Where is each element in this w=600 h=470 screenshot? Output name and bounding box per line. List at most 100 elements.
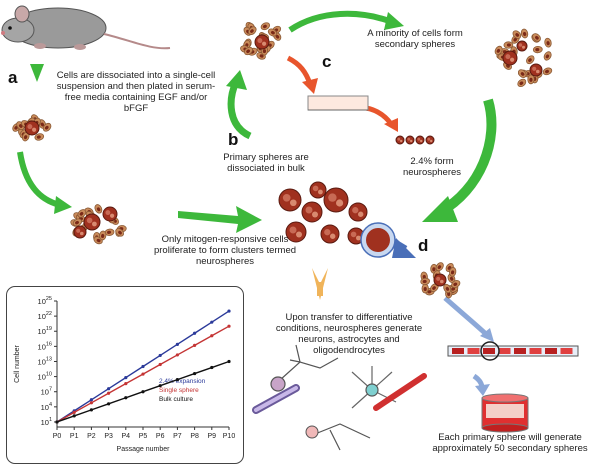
y-tick-label: 1025 (38, 296, 52, 306)
cell (512, 30, 522, 39)
data-point (227, 324, 231, 328)
neurosphere (73, 225, 87, 239)
neurosphere (425, 135, 435, 145)
neurosphere (405, 135, 415, 145)
cell (449, 267, 457, 277)
caption-d: Each primary sphere will generate approx… (432, 432, 588, 454)
neurosphere (278, 188, 302, 212)
neurosphere (502, 50, 518, 66)
cell (244, 46, 253, 56)
neurosphere (24, 120, 40, 136)
neurosphere (309, 181, 327, 199)
data-point (210, 365, 214, 370)
data-point (227, 309, 231, 313)
data-point (89, 408, 93, 412)
data-point (141, 390, 145, 394)
cell (34, 133, 45, 141)
cell-clusters (12, 21, 553, 299)
y-tick-label: 1013 (38, 356, 52, 366)
x-tick-label: P10 (223, 433, 236, 440)
panel-letter-c: c (322, 52, 332, 71)
neurosphere (83, 213, 101, 231)
neurosphere (516, 40, 528, 52)
caption-minority: A minority of cells form secondary spher… (367, 28, 463, 50)
caption-a: Cells are dissociated into a single-cell… (56, 70, 216, 114)
y-tick-label: 104 (41, 402, 52, 412)
well (545, 348, 557, 354)
data-point (210, 334, 214, 338)
cell (420, 277, 431, 286)
neurosphere (301, 201, 323, 223)
well (514, 348, 526, 354)
data-point (72, 414, 76, 418)
culture-jar (481, 393, 529, 433)
data-point (124, 396, 128, 400)
cell (72, 218, 83, 227)
data-point (175, 342, 179, 346)
data-point (210, 320, 214, 324)
data-point (72, 410, 76, 414)
data-point (89, 398, 93, 402)
neurosphere (323, 187, 349, 213)
y-tick-label: 101 (41, 417, 52, 427)
cell (115, 228, 124, 237)
cell (99, 230, 107, 241)
mouse-illustration (1, 5, 171, 50)
cell (451, 280, 461, 288)
x-tick-label: P7 (173, 433, 182, 440)
well (452, 348, 464, 354)
caption-c: 2.4% form neurospheres (402, 156, 462, 178)
cell (247, 26, 257, 36)
cell (520, 28, 529, 39)
cell (532, 33, 541, 42)
neurosphere (395, 135, 405, 145)
x-tick-label: P4 (122, 433, 131, 440)
cell (104, 228, 115, 236)
data-point (124, 376, 128, 380)
x-tick-label: P8 (190, 433, 199, 440)
legend-entry: 2.4% expansion (159, 378, 206, 385)
well (498, 348, 511, 354)
astrocyte-cell (351, 366, 397, 409)
neurosphere (433, 273, 447, 287)
axon-cylinder (252, 384, 300, 414)
neurosphere (348, 202, 368, 222)
neurosphere (254, 34, 270, 50)
legend-entry: Single sphere (159, 387, 199, 394)
x-tick-label: P2 (87, 433, 96, 440)
panel-letter-a: a (8, 68, 18, 87)
caption-differentiate: Upon transfer to differentiative conditi… (275, 312, 423, 356)
cell (421, 283, 429, 294)
oligodendrocyte-cell (305, 373, 427, 451)
petri-dish-c (307, 95, 369, 111)
cell (517, 78, 527, 88)
cell (544, 37, 552, 48)
neurosphere (320, 224, 340, 244)
data-point (193, 343, 197, 347)
data-point (175, 353, 179, 357)
well (560, 348, 573, 354)
y-tick-label: 1019 (38, 326, 52, 336)
differentiated-cells (252, 344, 427, 451)
cell (526, 55, 535, 65)
legend-entry: Bulk culture (159, 396, 193, 403)
well-strip-d (447, 341, 579, 361)
data-point (55, 420, 59, 424)
y-tick-label: 1022 (38, 311, 52, 321)
panel-letter-d: d (418, 236, 429, 255)
cell (77, 209, 87, 218)
cell (42, 122, 52, 132)
neurosphere (415, 135, 425, 145)
data-point (107, 402, 111, 406)
cell (260, 22, 271, 31)
cell (267, 28, 278, 37)
data-point (227, 359, 231, 364)
cell (503, 41, 514, 49)
cell (542, 67, 553, 76)
cell (494, 45, 503, 56)
cell (517, 69, 527, 78)
y-axis-label: Cell number (14, 344, 21, 382)
y-tick-label: 1016 (38, 341, 52, 351)
